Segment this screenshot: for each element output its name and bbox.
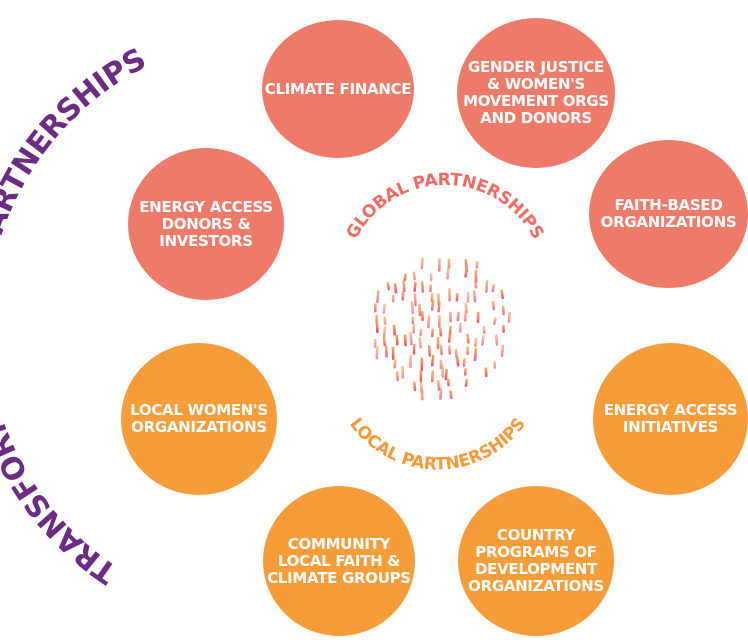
node-label: COMMUNITY LOCAL FAITH & CLIMATE GROUPS (267, 534, 411, 587)
brush-stroke (491, 300, 496, 311)
brush-stroke (500, 344, 505, 357)
brush-stroke (473, 348, 478, 362)
brush-stroke (402, 279, 406, 293)
local-womens-orgs-node: LOCAL WOMEN'S ORGANIZATIONS (121, 343, 277, 495)
brush-stroke (418, 303, 422, 317)
brush-stroke (456, 311, 460, 322)
local-partnerships-text: LOCAL PARTNERSHIPS (345, 414, 530, 474)
brush-stroke (446, 267, 450, 280)
brush-stroke (412, 271, 416, 281)
brush-stroke (436, 380, 441, 391)
brush-stroke (485, 280, 489, 293)
brush-stroke (392, 324, 396, 336)
brush-stroke (413, 293, 417, 307)
brush-stroke (449, 390, 453, 400)
brush-stroke (382, 326, 387, 339)
brush-stroke (376, 290, 380, 304)
brush-stroke (384, 345, 388, 358)
arc-title-text: TRANSFORMATIONAL PARTNERSHIPS (0, 42, 152, 590)
brush-stroke (410, 300, 415, 315)
global-partnerships-label: GLOBAL PARTNERSHIPS (343, 170, 548, 243)
brush-stroke (420, 257, 424, 270)
brush-stroke (455, 355, 460, 367)
brush-stroke (382, 337, 387, 347)
brush-stroke (430, 299, 435, 311)
node-label: CLIMATE FINANCE (264, 79, 412, 98)
brush-stroke (492, 317, 497, 326)
brush-stroke (444, 368, 448, 381)
faith-based-node: FAITH-BASED ORGANIZATIONS (589, 140, 748, 288)
node-label: COUNTRY PROGRAMS OF DEVELOPMENT ORGANIZA… (468, 526, 604, 595)
brush-stroke (466, 333, 470, 344)
brush-stroke (427, 344, 432, 357)
brush-stroke (439, 387, 443, 400)
country-programs-node: COUNTRY PROGRAMS OF DEVELOPMENT ORGANIZA… (458, 486, 614, 636)
brush-stroke (500, 289, 504, 300)
brush-stroke (375, 346, 379, 360)
brush-stroke (393, 359, 397, 369)
node-label: GENDER JUSTICE & WOMEN'S MOVEMENT ORGS A… (463, 58, 609, 127)
brush-stroke (413, 281, 417, 292)
brush-stroke (427, 315, 431, 329)
node-label: LOCAL WOMEN'S ORGANIZATIONS (130, 401, 268, 436)
energy-access-donors-node: ENERGY ACCESS DONORS & INVESTORS (128, 148, 284, 300)
node-label: ENERGY ACCESS INITIATIVES (603, 401, 738, 436)
brush-stroke (481, 334, 485, 346)
brush-stroke (386, 282, 391, 291)
brush-stroke (395, 371, 399, 382)
brush-stroke (507, 311, 511, 323)
community-faith-climate-node: COMMUNITY LOCAL FAITH & CLIMATE GROUPS (263, 486, 415, 636)
brush-stroke (401, 290, 405, 301)
brush-stroke (395, 334, 399, 346)
climate-finance-node: CLIMATE FINANCE (262, 20, 414, 158)
node-label: FAITH-BASED ORGANIZATIONS (600, 196, 737, 231)
brush-stroke-emblem (373, 257, 511, 401)
brush-stroke (393, 283, 398, 294)
brush-stroke (420, 280, 425, 293)
transformational-partnerships-title: TRANSFORMATIONAL PARTNERSHIPS (0, 42, 152, 590)
brush-stroke (491, 284, 495, 293)
brush-stroke (430, 370, 435, 383)
brush-stroke (462, 357, 466, 368)
local-partnerships-label: LOCAL PARTNERSHIPS (345, 414, 529, 474)
energy-access-initiatives-node: ENERGY ACCESS INITIATIVES (593, 343, 748, 495)
brush-stroke (418, 336, 422, 349)
brush-stroke (439, 344, 443, 356)
brush-stroke (447, 334, 452, 343)
brush-stroke (437, 301, 441, 313)
brush-stroke (438, 327, 443, 337)
brush-stroke (474, 337, 478, 348)
brush-stroke (409, 331, 413, 346)
brush-stroke (464, 267, 468, 278)
gender-justice-node: GENDER JUSTICE & WOMEN'S MOVEMENT ORGS A… (457, 18, 615, 168)
brush-stroke (382, 303, 386, 314)
brush-stroke (463, 310, 467, 322)
node-label: ENERGY ACCESS DONORS & INVESTORS (139, 197, 273, 250)
brush-stroke (413, 381, 417, 392)
brush-stroke (494, 334, 499, 346)
brush-stroke (403, 273, 407, 282)
global-partnerships-text: GLOBAL PARTNERSHIPS (343, 170, 548, 243)
brush-stroke (464, 378, 469, 388)
brush-stroke (472, 290, 477, 303)
brush-stroke (430, 354, 435, 367)
